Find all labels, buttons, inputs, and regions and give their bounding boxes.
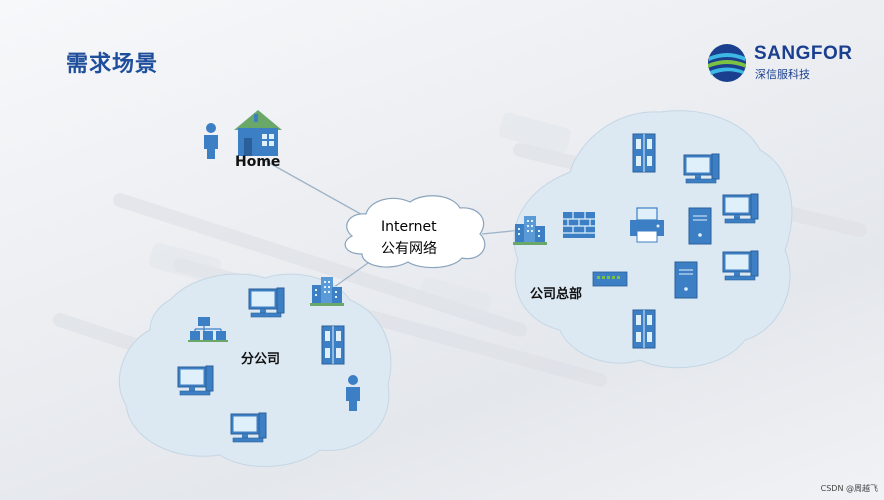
public-network-label: 公有网络 <box>381 241 437 257</box>
internet-cloud <box>344 195 486 269</box>
hq-tower-icon <box>688 207 712 245</box>
watermark: CSDN @周越飞 <box>820 484 878 493</box>
page-title: 需求场景 <box>66 52 159 77</box>
hq-server-icon <box>632 133 656 173</box>
hq-tower-icon <box>674 261 698 299</box>
branch-switch-icon <box>188 317 228 342</box>
branch-cloud <box>118 273 392 467</box>
printer-icon <box>630 207 664 243</box>
branch-server-icon <box>321 325 345 365</box>
logo-name: SANGFOR <box>754 43 853 64</box>
sangfor-globe-icon <box>708 44 746 82</box>
home-user-icon <box>204 123 218 159</box>
hq-switch-icon <box>592 271 628 287</box>
branch-label: 分公司 <box>241 352 281 367</box>
home-icon <box>234 110 282 156</box>
logo-subtitle: 深信服科技 <box>755 68 810 81</box>
internet-label: Internet <box>381 219 437 235</box>
firewall-icon <box>563 212 595 238</box>
home-label: Home <box>235 154 281 170</box>
sangfor-logo: SANGFOR 深信服科技 <box>704 40 852 86</box>
headquarters-label: 公司总部 <box>530 287 583 302</box>
hq-server-icon <box>632 309 656 349</box>
